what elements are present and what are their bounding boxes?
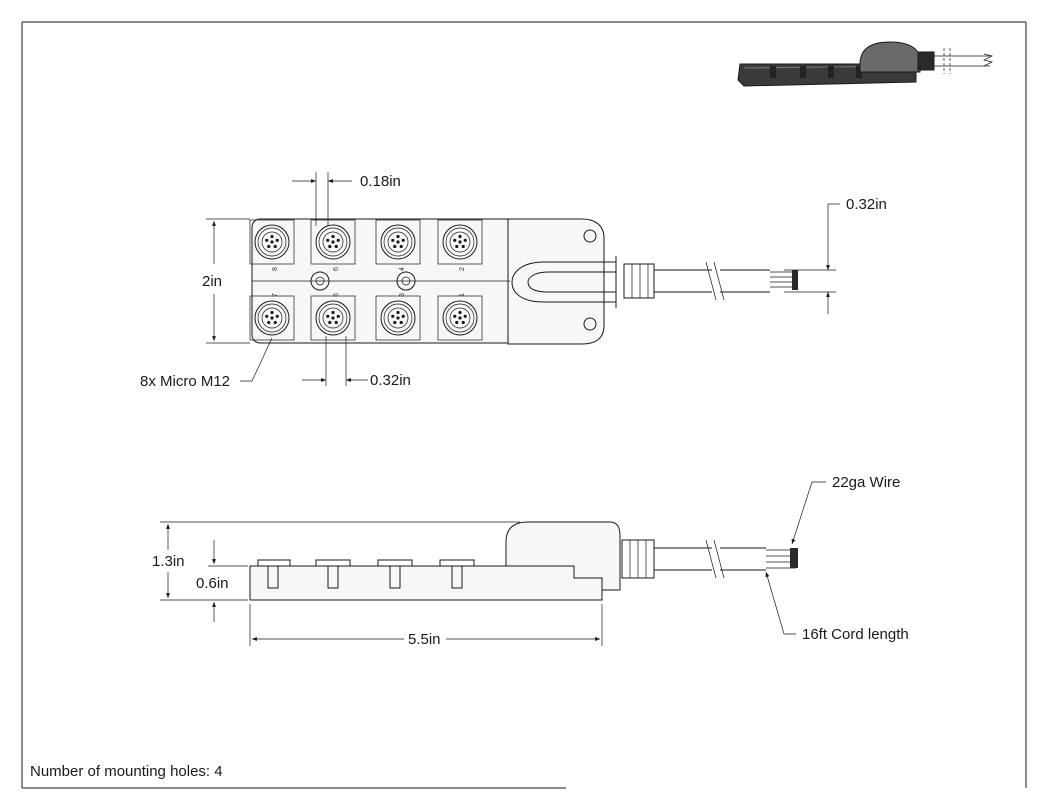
port-label-4: 4 (399, 267, 406, 271)
callout-wire-label: 22ga Wire (832, 474, 900, 491)
port-label-3: 3 (399, 293, 406, 297)
callout-connectors-label: 8x Micro M12 (140, 373, 230, 390)
dim-port-spacing-label: 0.32in (370, 372, 411, 389)
m12-port-2 (437, 219, 483, 265)
dim-length-label: 5.5in (408, 631, 441, 648)
dim-cable-width: 0.32in (784, 196, 887, 314)
port-label-1: 1 (459, 293, 466, 297)
callout-connectors: 8x Micro M12 (140, 337, 273, 390)
dim-height-base-label: 0.6in (196, 575, 229, 592)
port-label-6: 6 (333, 267, 340, 271)
port-label-8: 8 (272, 267, 279, 271)
m12-port-6 (310, 219, 356, 265)
port-labels: 8 6 4 2 7 5 3 1 (272, 267, 466, 297)
dim-pin-spacing: 0.18in (292, 172, 401, 226)
dim-port-spacing: 0.32in (302, 336, 411, 389)
side-view (249, 521, 798, 601)
port-label-5: 5 (333, 293, 340, 297)
dim-width: 2in (202, 218, 250, 344)
callout-cord-label: 16ft Cord length (802, 626, 909, 643)
dim-width-label: 2in (202, 273, 222, 290)
m12-port-4 (375, 219, 421, 265)
port-label-7: 7 (272, 293, 279, 297)
sheet-border (21, 21, 1027, 789)
cable-gland-top (623, 263, 655, 299)
mounting-holes-note: Number of mounting holes: 4 (30, 763, 223, 780)
m12-port-5 (310, 295, 356, 341)
m12-port-8 (249, 219, 295, 265)
dim-pin-spacing-label: 0.18in (360, 173, 401, 190)
isometric-thumbnail (737, 41, 994, 87)
dim-height-total-label: 1.3in (152, 553, 185, 570)
port-label-2: 2 (459, 267, 466, 271)
dim-cable-width-label: 0.32in (846, 196, 887, 213)
m12-port-3 (375, 295, 421, 341)
callout-cord: 16ft Cord length (765, 571, 909, 643)
dim-height-total: 1.3in (152, 521, 520, 601)
side-posts (257, 559, 475, 589)
m12-ports (249, 219, 483, 341)
dim-height-base: 0.6in (196, 540, 248, 622)
dim-length: 5.5in (249, 604, 603, 648)
callout-wire: 22ga Wire (791, 474, 900, 545)
m12-port-7 (249, 295, 295, 341)
m12-port-1 (437, 295, 483, 341)
wire-ends-top (770, 270, 798, 290)
